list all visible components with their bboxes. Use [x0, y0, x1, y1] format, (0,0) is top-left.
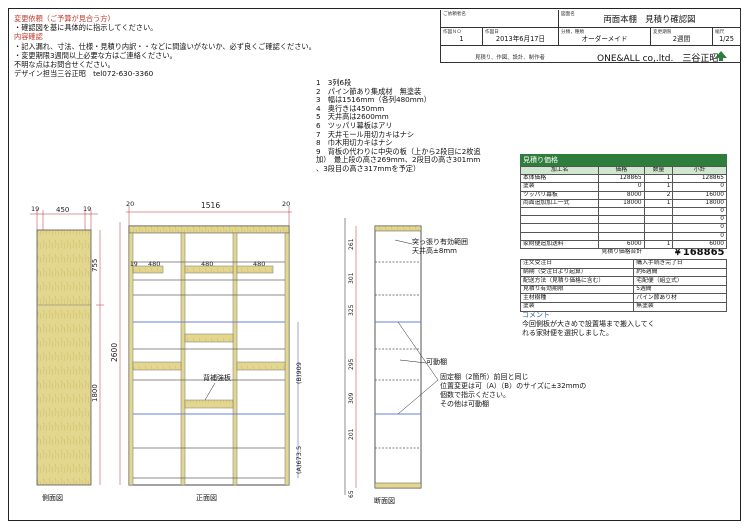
front-view-label: 正面図 [196, 494, 217, 502]
section-view: 261 301 325 295 309 201 65 [344, 218, 439, 498]
note-heading-2: 内容確認 [14, 32, 43, 42]
spec-item: 8 巾木用切カキはナシ [316, 138, 393, 148]
dim-front-left: 20 [126, 200, 134, 208]
dim-a-label: (A)673.5 [295, 446, 303, 474]
maker-label: 見積り、作図、設計、制作者 [475, 55, 545, 61]
dim-col-3: 480 [253, 260, 265, 268]
side-view-label: 側面図 [42, 494, 63, 502]
spec-item: 4 奥行きは450mm [316, 103, 385, 113]
svg-text:301: 301 [348, 272, 355, 284]
total-row: 見積り価格合計 ￥168865 [521, 248, 727, 256]
dim-front-right: 20 [282, 200, 290, 208]
dim-col-1: 480 [148, 260, 160, 268]
spec-item: 7 天井モール用切カキはナシ [316, 129, 415, 139]
top-board [128, 225, 290, 234]
category-cell: 分類，種類 オーダーメイド [559, 28, 651, 46]
scale-cell: 縮尺 1/25 [713, 28, 741, 46]
dim-side-left: 19 [31, 205, 39, 213]
dim-total-height: 2600 [110, 343, 119, 362]
back-panel-label: 背補強板 [203, 374, 231, 382]
client-cell: ご依頼者名 [441, 10, 559, 28]
movable-shelf-label: 可動棚 [426, 358, 447, 366]
company-logo-icon [715, 51, 727, 61]
svg-text:19: 19 [130, 261, 138, 268]
spec-list: 1 3列6段 2 パイン節あり集成材 無塗装 3 幅は1516mm（各列480m… [316, 78, 481, 174]
drawing-no-cell: 作図ＮＯ 1 [441, 28, 483, 46]
spec-item: 、3段目の高さ317mmを予定） [316, 163, 421, 173]
total-value: ￥168865 [672, 248, 725, 257]
dim-side-lower: 1800 [91, 384, 99, 402]
comment-line: れる家財便を選択しました。 [522, 329, 613, 337]
svg-text:325: 325 [348, 304, 355, 316]
svg-text:201: 201 [348, 428, 355, 440]
fixed-shelf-note: 固定棚（2箇所）前回と同じ 位置変更は可（A）（B）のサイズに±32mmの 個数… [440, 373, 587, 408]
spec-item: 9 背板の代わりに中央の板（上から2段目に2枚追 [316, 146, 481, 156]
company-name: ONE&ALL co,.ltd. 三谷正昭 [597, 54, 719, 64]
dim-side-width: 450 [56, 206, 69, 214]
spec-item: 5 天井高は2600mm [316, 112, 389, 122]
svg-text:309: 309 [348, 392, 355, 404]
drawing-frame [8, 8, 741, 521]
order-info-table: 注文受注日購入手続き完了日 納期（受注日より起算）約6週間 配送方法（見積り価格… [519, 259, 727, 312]
section-frame [374, 225, 422, 489]
designer-contact: デザイン担当三谷正昭 tel072-630-3360 [14, 69, 154, 79]
spec-item: 6 ツッパリ幕板はアリ [316, 120, 393, 130]
side-panel [36, 229, 92, 486]
dim-front-width: 1516 [201, 201, 220, 210]
date-cell: 作図日 2013年6月17日 [483, 28, 559, 46]
note-line: ・確認図を基に具体的に指示してください。 [14, 23, 158, 33]
note-line: 不明な点はお問合せください。 [14, 60, 115, 70]
svg-text:261: 261 [348, 238, 355, 250]
estimate-title: 見積り価格 [520, 154, 727, 166]
instructions-note: 変更依頼（ご予算が見合う方） ・確認図を基に具体的に指示してください。 内容確認… [14, 14, 316, 78]
svg-text:295: 295 [348, 358, 355, 370]
comment-box: コメント 今回側板が大きめで設置場まで搬入してく れる家財便を選択しました。 [522, 311, 655, 338]
dim-b-label: (B)909 [295, 362, 303, 384]
spec-item: 3 幅は1516mm（各列480mm） [316, 95, 431, 105]
spec-item: 2 パイン節あり集成材 無塗装 [316, 86, 422, 96]
dim-side-right: 19 [83, 205, 91, 213]
note-heading: 変更依頼（ご予算が見合う方） [14, 14, 115, 23]
title-block: ご依頼者名 図面名 両面本棚 見積り確認図 作図ＮＯ 1 作図日 2013年6月… [440, 10, 741, 63]
total-label: 見積り価格合計 [601, 248, 643, 255]
comment-line: 今回側板が大きめで設置場まで搬入してく [522, 320, 655, 328]
comment-heading: コメント [522, 311, 550, 319]
front-view: 2600 20 1516 20 [110, 200, 303, 486]
spec-item: 加） 最上段の高さ269mm、2段目の高さ301mm [316, 155, 481, 165]
note-line: ・記入漏れ、寸法、仕様・見積り内訳・・などに間違いがないか、必ず良くご確認くださ… [14, 41, 316, 51]
fixed-range-label: 突っ張り有効範囲 [412, 238, 468, 246]
ceiling-label: 天井高±8mm [412, 247, 457, 255]
table-header-row: 加工名 価格 数量 小計 [519, 165, 727, 176]
drawing-name-cell: 図面名 両面本棚 見積り確認図 [559, 10, 741, 28]
note-line: ・変更期限3週間以上必要な方はご連絡ください。 [14, 50, 177, 60]
deadline-cell: 変更期限 2週間 [651, 28, 713, 46]
dim-col-2: 480 [201, 260, 213, 268]
drawing-name: 両面本棚 見積り確認図 [603, 14, 696, 24]
spec-item: 1 3列6段 [316, 78, 352, 87]
table-row: 塗装無塗装 [519, 302, 727, 312]
dim-side-upper: 755 [91, 259, 99, 272]
side-view: 19 450 19 755 1800 [30, 205, 104, 486]
svg-text:65: 65 [348, 490, 355, 498]
section-view-label: 断面図 [374, 497, 395, 505]
